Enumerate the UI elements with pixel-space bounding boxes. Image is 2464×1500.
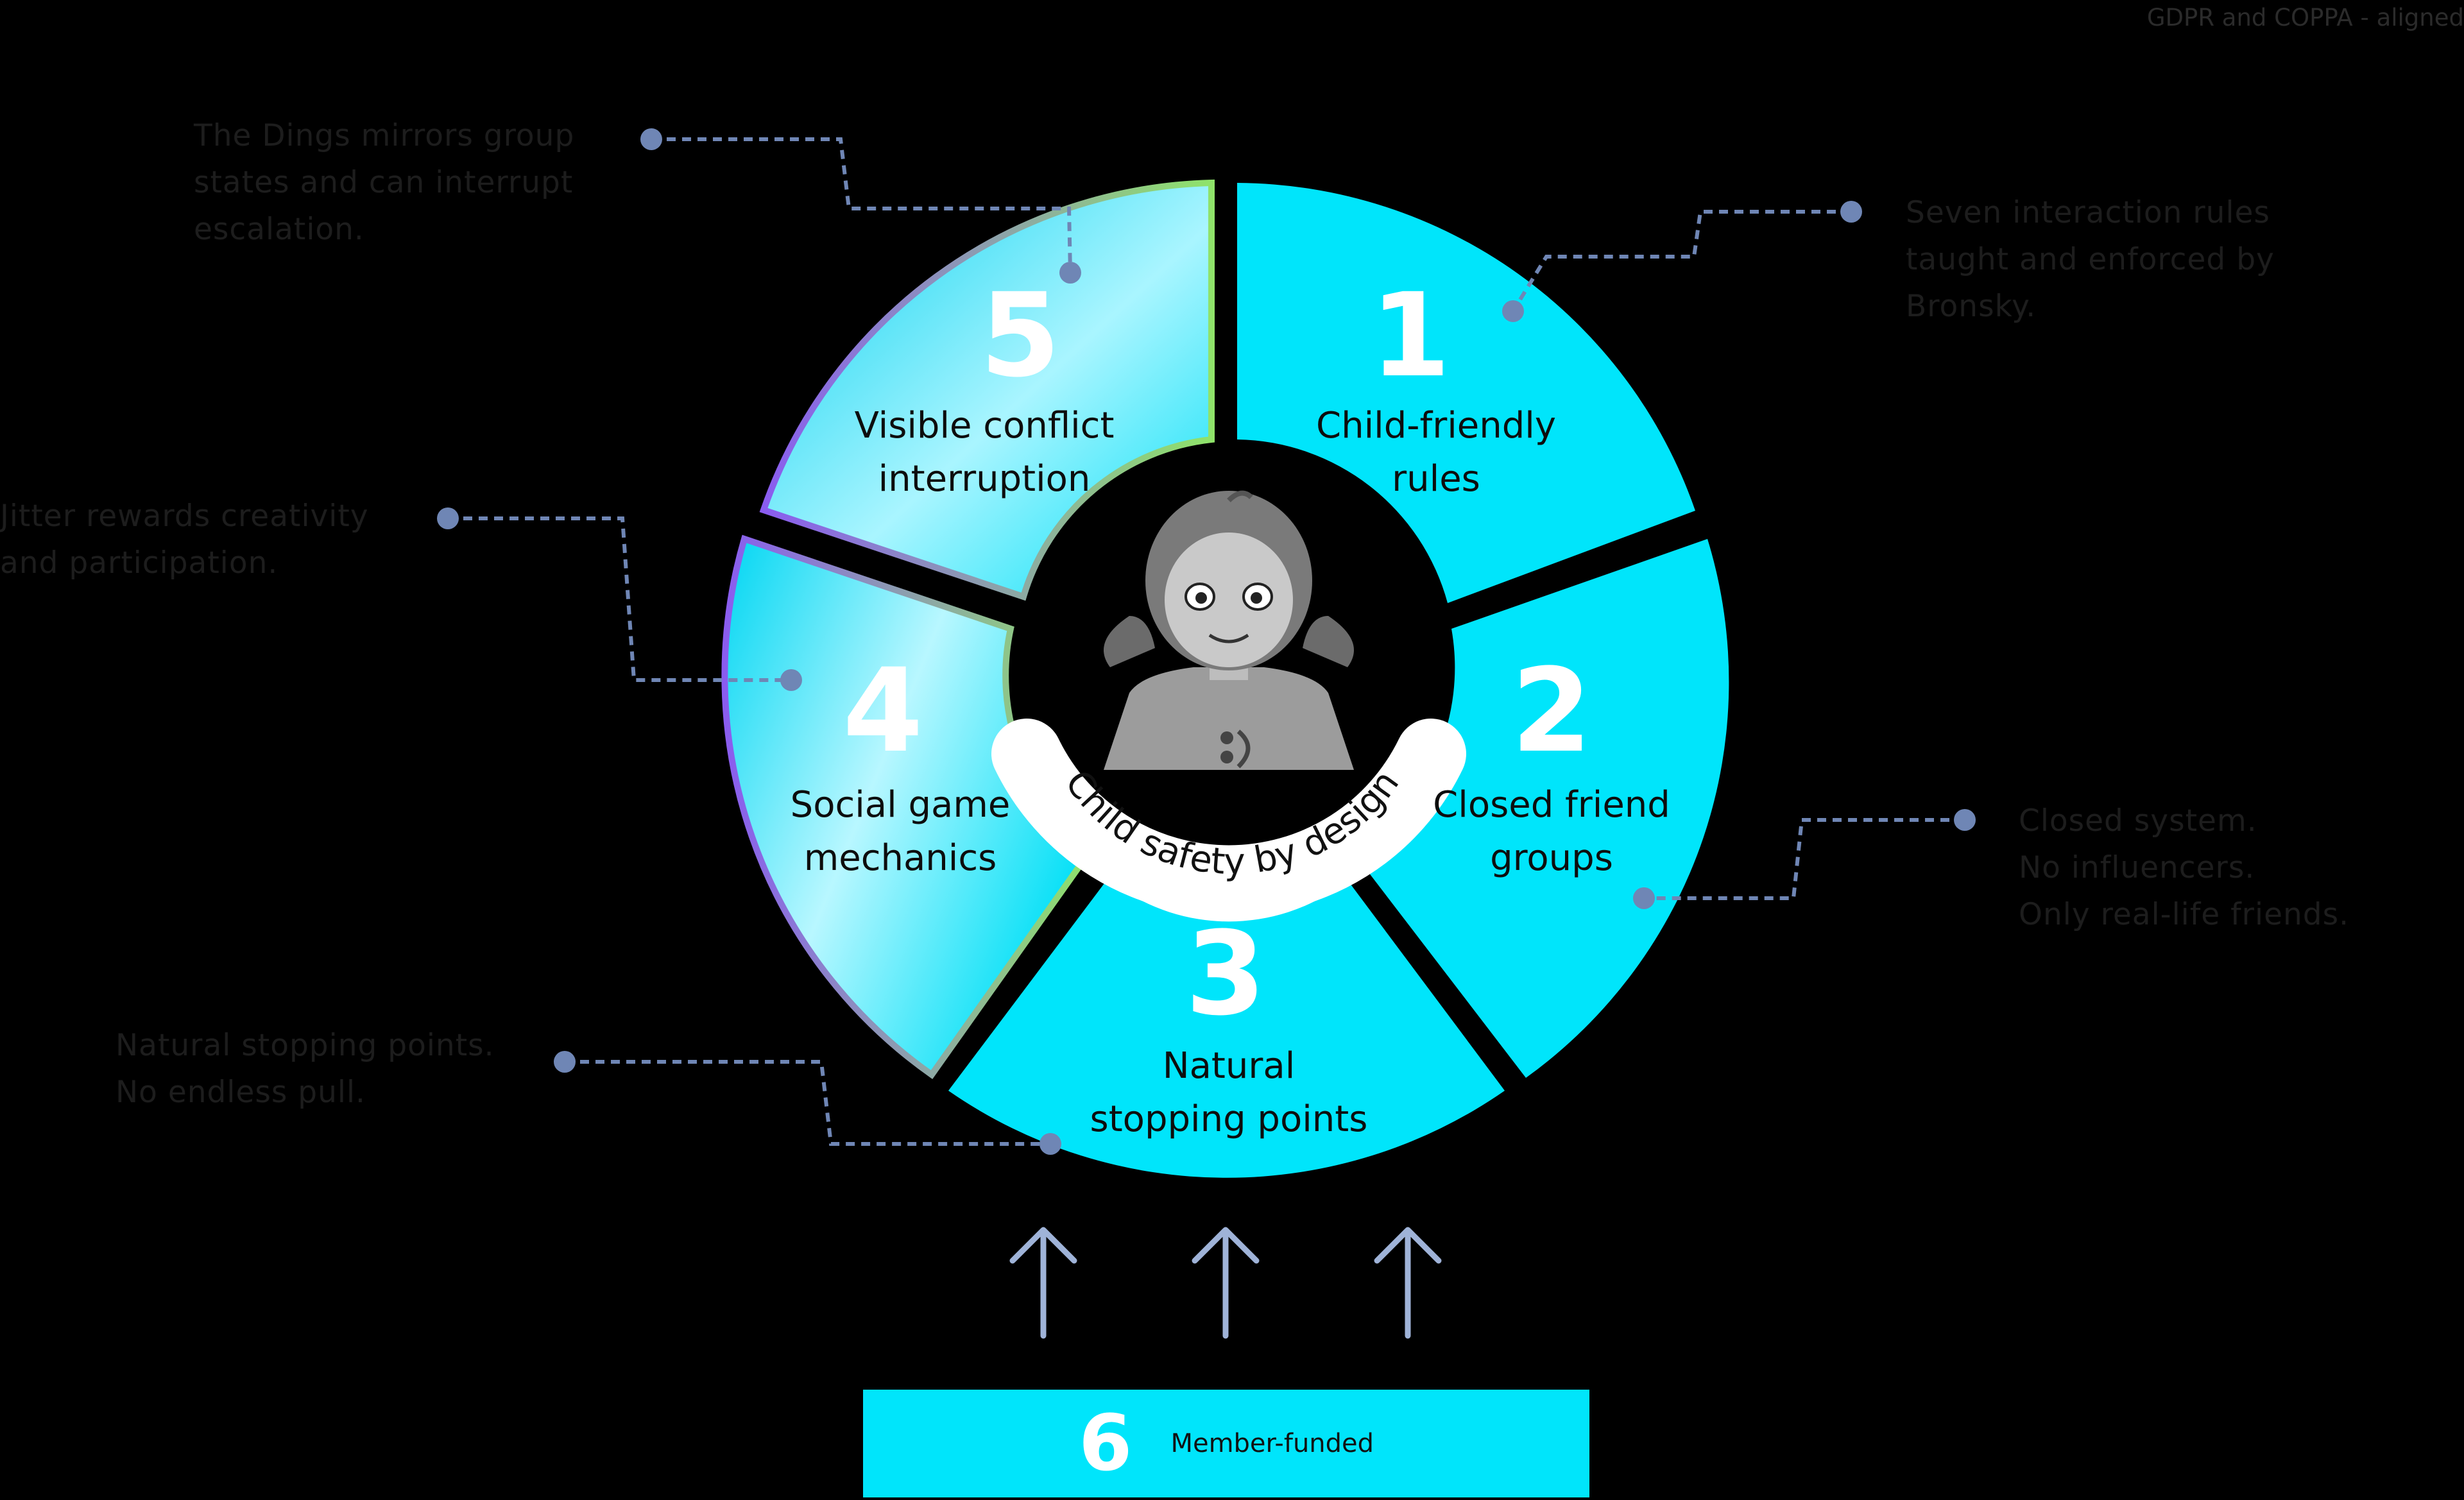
connector-4-start-dot	[780, 669, 802, 691]
segment-1-number: 1	[1370, 269, 1450, 403]
connector-4-end-dot	[437, 507, 459, 529]
segment-2-label-line1: Closed friend	[1433, 784, 1670, 826]
funding-number: 6	[1078, 1399, 1133, 1488]
segment-3-number: 3	[1185, 907, 1265, 1041]
up-arrow-icon	[1192, 1227, 1260, 1339]
connector-lines	[448, 137, 1965, 1146]
segment-4-number: 4	[843, 644, 923, 778]
connector-5-start-dot	[1059, 262, 1081, 284]
connector-1-end-dot	[1840, 201, 1862, 223]
note-3: Natural stopping points. No endless pull…	[116, 1022, 495, 1116]
segment-5-label-line2: interruption	[878, 458, 1091, 500]
note-1-line: taught and enforced by	[1906, 242, 2275, 277]
segment-2	[1354, 539, 1729, 1078]
connector-dots	[437, 128, 1976, 1155]
funding-arrows	[1009, 1227, 1442, 1339]
connector-5	[651, 137, 1072, 273]
note-4: Jitter rewards creativity and participat…	[0, 493, 369, 586]
segment-5	[759, 179, 1215, 601]
segment-5-number: 5	[980, 269, 1060, 403]
note-2-line: Closed system.	[2019, 803, 2257, 839]
note-5-line: The Dings mirrors group	[194, 118, 575, 153]
connector-3	[565, 1060, 1050, 1146]
connector-1-start-dot	[1502, 300, 1524, 322]
connector-2-end-dot	[1954, 809, 1976, 831]
child-portrait-illustration	[1104, 490, 1354, 770]
note-5-line: escalation.	[194, 212, 364, 247]
center-label-band-arc	[991, 719, 1466, 916]
segment-3-label-line1: Natural	[1163, 1045, 1296, 1087]
note-3-line: No endless pull.	[116, 1075, 366, 1110]
segment-3	[948, 863, 1505, 1178]
segment-5-label-line1: Visible conflict	[855, 405, 1115, 447]
note-1-line: Seven interaction rules	[1906, 195, 2270, 230]
note-2-line: No influencers.	[2019, 850, 2255, 885]
funding-label: Member-funded	[1170, 1429, 1374, 1458]
segment-2-number: 2	[1511, 644, 1591, 778]
note-4-line: Jitter rewards creativity	[0, 499, 369, 534]
note-1-line: Bronsky.	[1906, 289, 2037, 324]
connector-1	[1511, 210, 1851, 312]
note-1: Seven interaction rules taught and enfor…	[1906, 189, 2275, 330]
connector-3-end-dot	[554, 1051, 576, 1073]
segment-4-label-line2: mechanics	[804, 837, 997, 879]
connector-5-end-dot	[640, 128, 662, 150]
compliance-note: GDPR and COPPA - aligned	[2146, 4, 2464, 31]
segment-2-label-line2: groups	[1490, 837, 1613, 879]
note-2-line: Only real-life friends.	[2019, 897, 2350, 932]
note-3-line: Natural stopping points.	[116, 1028, 495, 1063]
segment-1-label-line1: Child-friendly	[1316, 405, 1556, 447]
connector-2	[1644, 818, 1965, 900]
segment-1	[1237, 183, 1695, 603]
segment-1-label-line2: rules	[1392, 458, 1480, 500]
note-2: Closed system. No influencers. Only real…	[2019, 797, 2349, 938]
segment-4-label-line1: Social game	[791, 784, 1011, 826]
note-4-line: and participation.	[0, 545, 278, 581]
up-arrow-icon	[1009, 1227, 1077, 1339]
up-arrow-icon	[1374, 1227, 1442, 1339]
segment-3-label-line2: stopping points	[1090, 1098, 1368, 1140]
connector-2-start-dot	[1633, 887, 1655, 909]
note-5-line: states and can interrupt	[194, 165, 574, 200]
funding-box: 6 Member-funded	[863, 1390, 1589, 1497]
note-5: The Dings mirrors group states and can i…	[194, 112, 574, 253]
connector-3-start-dot	[1040, 1133, 1061, 1155]
